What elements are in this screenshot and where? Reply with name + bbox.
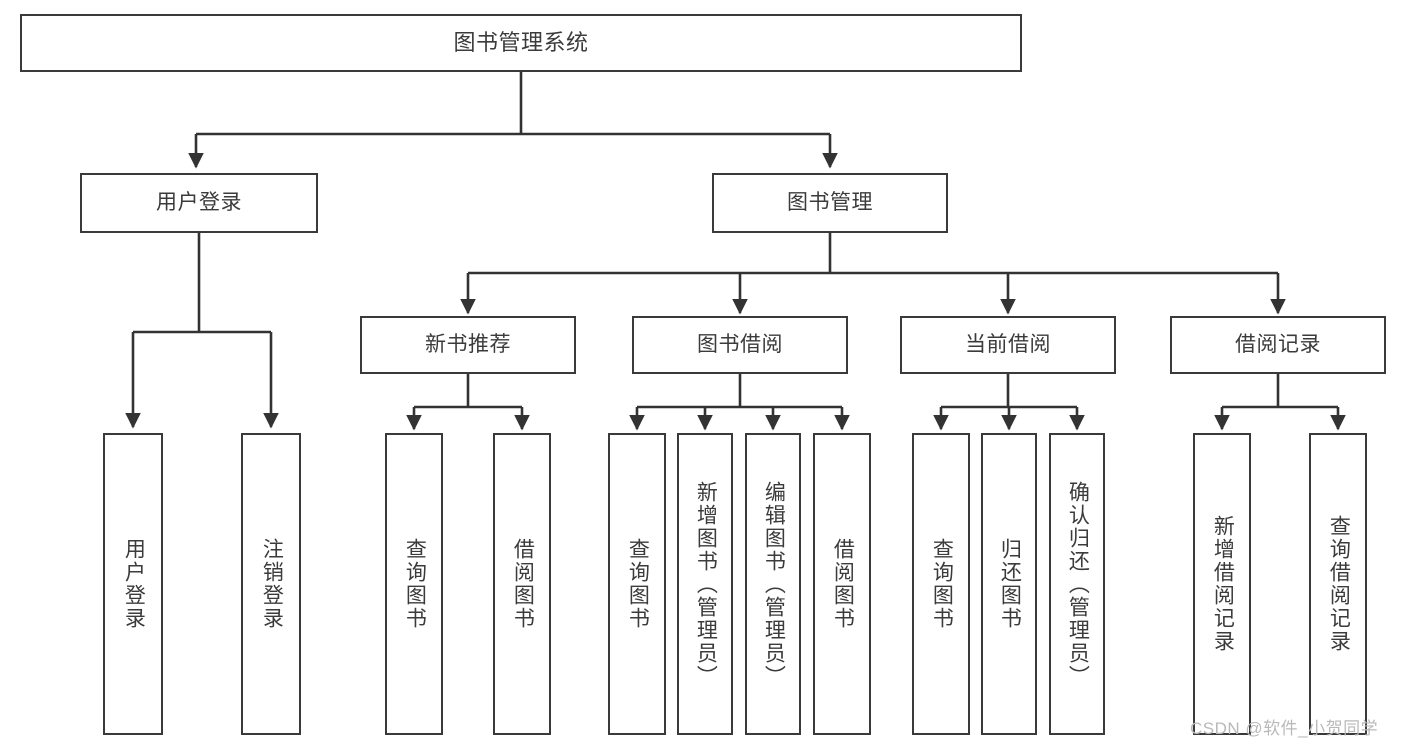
- node-borrow-record[interactable]: 借阅记录: [1170, 316, 1386, 374]
- node-book-borrow[interactable]: 图书借阅: [632, 316, 848, 374]
- leaf-newbook-borrow-book[interactable]: 借阅图书: [493, 433, 551, 735]
- node-current-borrow[interactable]: 当前借阅: [900, 316, 1116, 374]
- leaf-currentborrow-query-book[interactable]: 查询图书: [912, 433, 970, 735]
- node-user-login[interactable]: 用户登录: [80, 173, 318, 233]
- leaf-borrowrecord-add-record[interactable]: 新增借阅记录: [1193, 433, 1251, 735]
- csdn-watermark: CSDN @软件_小贺同学: [1190, 719, 1379, 738]
- node-book-manage[interactable]: 图书管理: [712, 173, 948, 233]
- node-root[interactable]: 图书管理系统: [20, 14, 1022, 72]
- leaf-newbook-query-book[interactable]: 查询图书: [385, 433, 443, 735]
- node-new-book-recommend[interactable]: 新书推荐: [360, 316, 576, 374]
- leaf-bookborrow-edit-book[interactable]: 编辑图书（管理员）: [745, 433, 801, 735]
- leaf-currentborrow-confirm-return[interactable]: 确认归还（管理员）: [1049, 433, 1105, 735]
- leaf-borrowrecord-query-record[interactable]: 查询借阅记录: [1309, 433, 1367, 735]
- leaf-currentborrow-return-book[interactable]: 归还图书: [981, 433, 1037, 735]
- leaf-bookborrow-borrow-book[interactable]: 借阅图书: [813, 433, 871, 735]
- leaf-bookborrow-query-book[interactable]: 查询图书: [608, 433, 666, 735]
- leaf-bookborrow-add-book[interactable]: 新增图书（管理员）: [677, 433, 733, 735]
- leaf-user-login-login[interactable]: 用户登录: [103, 433, 163, 735]
- leaf-user-login-logout[interactable]: 注销登录: [241, 433, 301, 735]
